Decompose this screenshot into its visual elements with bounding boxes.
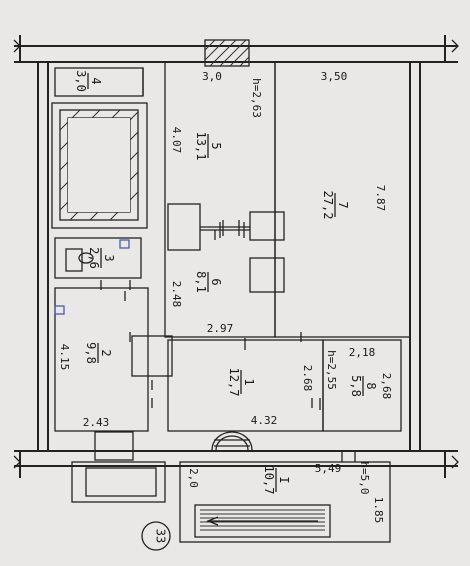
sheet-number-label: 33	[154, 529, 168, 543]
dimension-label: 2.97	[207, 322, 234, 335]
dimension-label: 3,0	[202, 70, 222, 83]
room-number: 7	[336, 201, 350, 208]
room-area: 8,1	[194, 271, 208, 293]
dimension-label: 2.43	[83, 416, 110, 429]
dimension-label: h=5,0	[358, 461, 371, 494]
dimension-label: h=2,55	[325, 350, 338, 390]
dimension-label: 2,0	[187, 468, 200, 488]
dimension-label: 2.48	[170, 281, 183, 308]
room-1: 1 12,7	[227, 368, 256, 397]
room-4: 4 3,0	[74, 70, 103, 92]
dimension-labels: 3,0 h=2,63 3,50 4.07 7.87 2.48 2.97 4.15…	[58, 70, 393, 523]
stair-block	[71, 461, 391, 543]
dimension-label: 5,49	[315, 462, 342, 475]
dimension-label: 3,50	[321, 70, 348, 83]
room-number: I	[277, 476, 291, 483]
room-number: 6	[209, 278, 223, 285]
room-number: 8	[364, 382, 378, 389]
fixture-marker-icon	[54, 305, 65, 315]
room-6: 6 8,1	[194, 271, 223, 293]
room-3: 3 2,6	[87, 247, 116, 269]
toilet-icon	[65, 248, 94, 272]
chimney-hatch	[204, 39, 250, 67]
fixture-marker-icon	[119, 239, 130, 249]
dimension-label: h=2,63	[250, 78, 263, 118]
dimension-label: 4.32	[251, 414, 278, 427]
outer-walls	[13, 35, 459, 478]
dimension-label: 2,68	[380, 373, 393, 400]
tick-marks	[100, 222, 356, 462]
room-area: 27,2	[321, 191, 335, 220]
room-area: 3,0	[74, 70, 88, 92]
dimension-label: 4.15	[58, 344, 71, 371]
dimension-label: 4.07	[170, 127, 183, 154]
room-5: 5 13,1	[194, 132, 223, 161]
room-stair: I 10,7	[262, 466, 291, 495]
room-number: 2	[99, 349, 113, 356]
dimension-label: 1.85	[372, 497, 385, 524]
entrance-arch	[211, 431, 253, 451]
room-area: 12,7	[227, 368, 241, 397]
room-2: 2 9,8	[84, 342, 113, 364]
room-number: 5	[209, 142, 223, 149]
room-area: 9,8	[84, 342, 98, 364]
dimension-label: 2.68	[301, 365, 314, 392]
room-number: 1	[242, 378, 256, 385]
room-area: 5,8	[349, 375, 363, 397]
dimension-label: 7.87	[374, 185, 387, 212]
room-8: 8 5,8	[349, 375, 378, 397]
interior-walls	[51, 61, 411, 461]
room-7: 7 27,2	[321, 191, 350, 220]
room-area: 10,7	[262, 466, 276, 495]
stove-hatch	[59, 109, 139, 221]
room-number: 3	[102, 254, 116, 261]
dimension-label: 2,18	[349, 346, 376, 359]
room-labels: 4 3,0 5 13,1 3 2,6 6 8,1 7 27,2 2 9,8	[74, 70, 378, 494]
room-area: 2,6	[87, 247, 101, 269]
room-area: 13,1	[194, 132, 208, 161]
room-number: 4	[89, 77, 103, 84]
sheet-number-circle	[141, 521, 171, 551]
